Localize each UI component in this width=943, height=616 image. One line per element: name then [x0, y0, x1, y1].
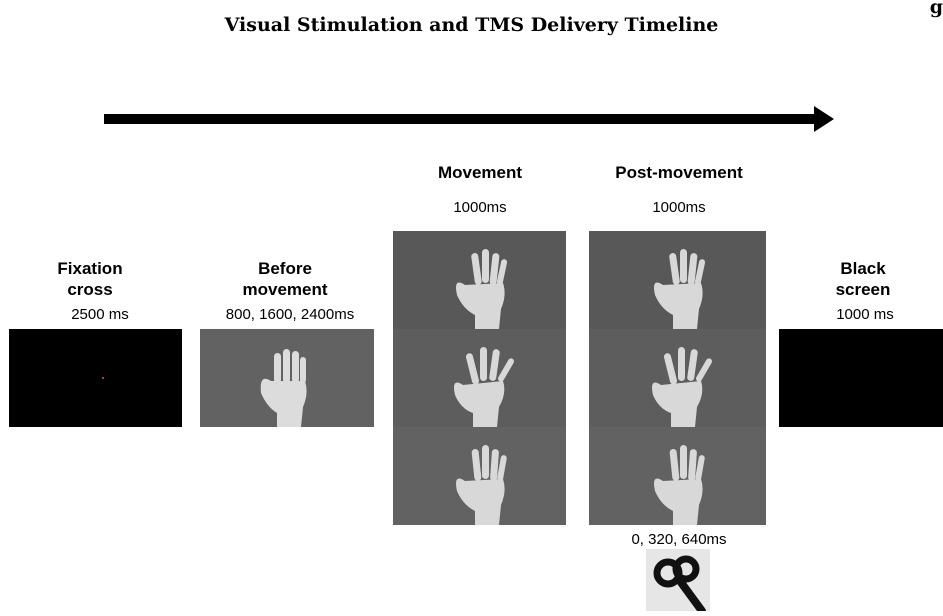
- before-movement-frame: [200, 329, 374, 427]
- tms-timing: 0, 320, 640ms: [631, 531, 727, 548]
- post-movement-label: Post-movement: [615, 163, 743, 182]
- black-screen-label-line1: Black: [840, 259, 886, 278]
- movement-duration: 1000ms: [453, 199, 507, 216]
- fixation-label: Fixation cross: [30, 258, 150, 300]
- fixation-screen: [9, 329, 182, 427]
- hand-icon: [652, 347, 712, 427]
- hand-icon: [454, 347, 514, 427]
- post-movement-frame-2: [589, 329, 766, 427]
- hand-icon: [654, 445, 705, 525]
- corner-fragment: g: [929, 0, 943, 18]
- black-screen-label-line2: screen: [835, 280, 891, 299]
- movement-frame-2: [393, 329, 566, 427]
- before-duration: 800, 1600, 2400ms: [225, 306, 355, 323]
- hand-icon: [260, 349, 307, 427]
- movement-label: Movement: [437, 163, 523, 182]
- before-label-line2: movement: [242, 280, 328, 299]
- black-screen: [779, 329, 943, 427]
- black-screen-label: Black screen: [803, 258, 923, 300]
- tms-coil-icon: [646, 549, 710, 615]
- post-movement-frame-3: [589, 427, 766, 525]
- hand-icon: [654, 249, 706, 329]
- hand-icon: [456, 249, 508, 329]
- before-label: Before movement: [215, 258, 355, 300]
- black-screen-duration: 1000 ms: [836, 306, 894, 323]
- fixation-cross-icon: [102, 377, 104, 379]
- fixation-label-line1: Fixation: [57, 259, 123, 278]
- movement-frame-1: [393, 231, 566, 329]
- fixation-label-line2: cross: [67, 280, 113, 299]
- post-movement-frame-1: [589, 231, 766, 329]
- movement-frame-3: [393, 427, 566, 525]
- fixation-duration: 2500 ms: [71, 306, 129, 323]
- hand-icon: [456, 445, 507, 525]
- timeline-arrow-icon: [104, 106, 834, 132]
- post-movement-duration: 1000ms: [652, 199, 706, 216]
- page-title: Visual Stimulation and TMS Delivery Time…: [224, 14, 719, 36]
- before-label-line1: Before: [258, 259, 312, 278]
